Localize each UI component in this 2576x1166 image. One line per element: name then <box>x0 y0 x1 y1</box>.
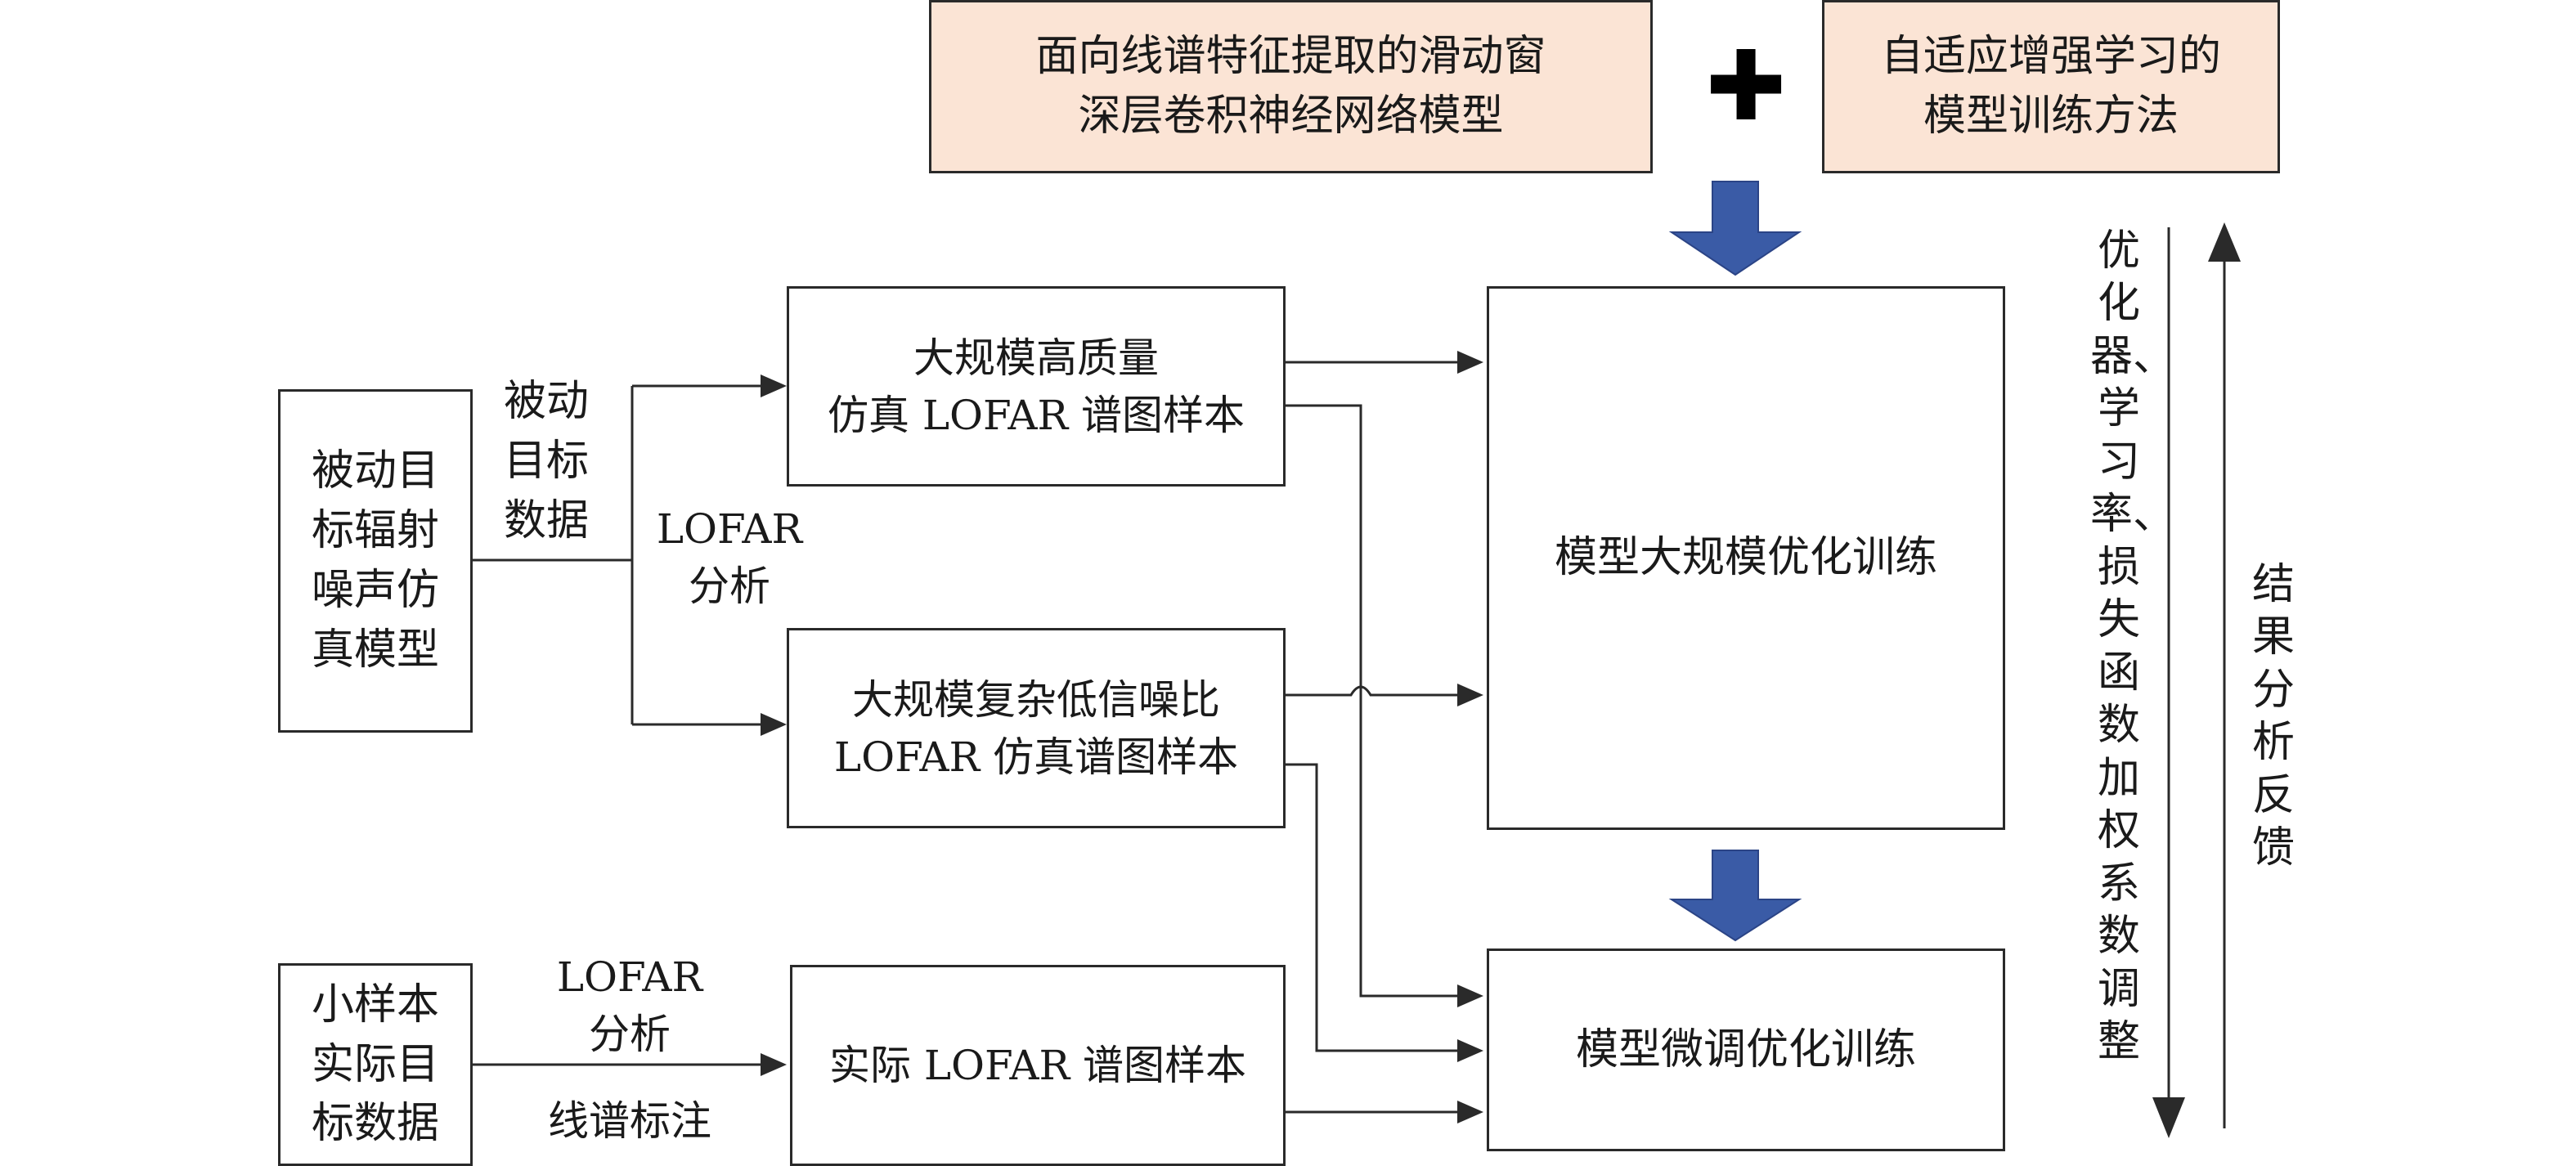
big-train-box: 模型大规模优化训练 <box>1487 286 2005 830</box>
lofar-analysis-line-1: LOFAR <box>656 505 803 553</box>
training-method-box: 自适应增强学习的 模型训练方法 <box>1822 0 2280 173</box>
real-sample-box: 实际 LOFAR 谱图样本 <box>790 965 1286 1166</box>
feedback-text: 结果分析反馈 <box>2251 560 2295 873</box>
lowsnr-to-train-arrow <box>1278 685 1474 697</box>
arrowhead-hq-finetune <box>1457 984 1483 1007</box>
arrowhead-lowsnr <box>761 713 787 736</box>
block-arrow-middle <box>1668 850 1802 942</box>
block-arrow-top <box>1668 181 1802 276</box>
arrowhead-hq <box>761 374 787 397</box>
big-train-label: 模型大规模优化训练 <box>1554 533 1937 583</box>
cnn-model-line-1: 面向线谱特征提取的滑动窗 <box>1035 32 1546 82</box>
arrowhead-optimizer <box>2152 1097 2185 1138</box>
lowsnr-to-finetune-arrow <box>1278 763 1460 1052</box>
plus-icon: ✚ <box>1705 29 1787 142</box>
optimizer-adjust-text: 优化器、学习率、损失函数加权系数调整 <box>2090 226 2176 1067</box>
fine-tune-box: 模型微调优化训练 <box>1487 948 2005 1151</box>
arrowhead-real-finetune <box>1457 1101 1483 1123</box>
sim-model-line-1: 被动目 <box>311 446 439 496</box>
hq-sample-line-1: 大规模高质量 <box>913 334 1159 382</box>
cnn-model-box: 面向线谱特征提取的滑动窗 深层卷积神经网络模型 <box>929 0 1653 173</box>
real-sample-line-1: 实际 LOFAR 谱图样本 <box>828 1042 1247 1089</box>
lowsnr-sample-line-1: 大规模复杂低信噪比 <box>852 675 1220 724</box>
passive-data-label: 被动 目标 数据 <box>489 372 604 550</box>
training-method-line-1: 自适应增强学习的 <box>1880 32 2221 82</box>
sim-model-line-2: 标辐射 <box>311 506 439 556</box>
hq-sample-box: 大规模高质量 仿真 LOFAR 谱图样本 <box>787 286 1286 487</box>
training-method-line-2: 模型训练方法 <box>1923 92 2179 141</box>
arrowhead-lowsnr-train <box>1457 684 1483 706</box>
lowsnr-sample-line-2: LOFAR 仿真谱图样本 <box>833 733 1239 781</box>
passive-data-line-3: 数据 <box>503 496 589 545</box>
lofar-analysis2-line-1: LOFAR <box>556 953 703 1001</box>
small-sample-line-2: 实际目 <box>311 1039 439 1089</box>
sim-model-line-3: 噪声仿 <box>311 566 439 615</box>
hq-to-finetune-arrow <box>1278 404 1460 998</box>
arrowhead-hq-train <box>1457 351 1483 374</box>
arrowhead-small-real <box>761 1053 787 1076</box>
passive-data-line-2: 目标 <box>503 436 589 486</box>
cnn-model-line-2: 深层卷积神经网络模型 <box>1078 92 1504 141</box>
small-sample-box: 小样本 实际目 标数据 <box>278 963 473 1166</box>
hq-sample-line-2: 仿真 LOFAR 谱图样本 <box>827 391 1245 439</box>
passive-data-line-1: 被动 <box>503 377 589 426</box>
sim-model-line-4: 真模型 <box>311 625 439 675</box>
lofar-analysis2-label: LOFAR 分析 <box>532 948 728 1063</box>
lofar-analysis-label: LOFAR 分析 <box>640 500 819 615</box>
arrowhead-feedback <box>2208 222 2241 262</box>
small-sample-line-1: 小样本 <box>311 980 439 1029</box>
lofar-analysis2-line-2: 分析 <box>589 1011 671 1058</box>
lofar-analysis-line-2: 分析 <box>689 563 770 610</box>
arrowhead-lowsnr-finetune <box>1457 1039 1483 1062</box>
lowsnr-sample-box: 大规模复杂低信噪比 LOFAR 仿真谱图样本 <box>787 628 1286 828</box>
line-annotation-label: 线谱标注 <box>548 1097 711 1145</box>
small-sample-line-3: 标数据 <box>311 1099 439 1149</box>
fine-tune-label: 模型微调优化训练 <box>1575 1025 1916 1074</box>
sim-model-box: 被动目 标辐射 噪声仿 真模型 <box>278 389 473 733</box>
